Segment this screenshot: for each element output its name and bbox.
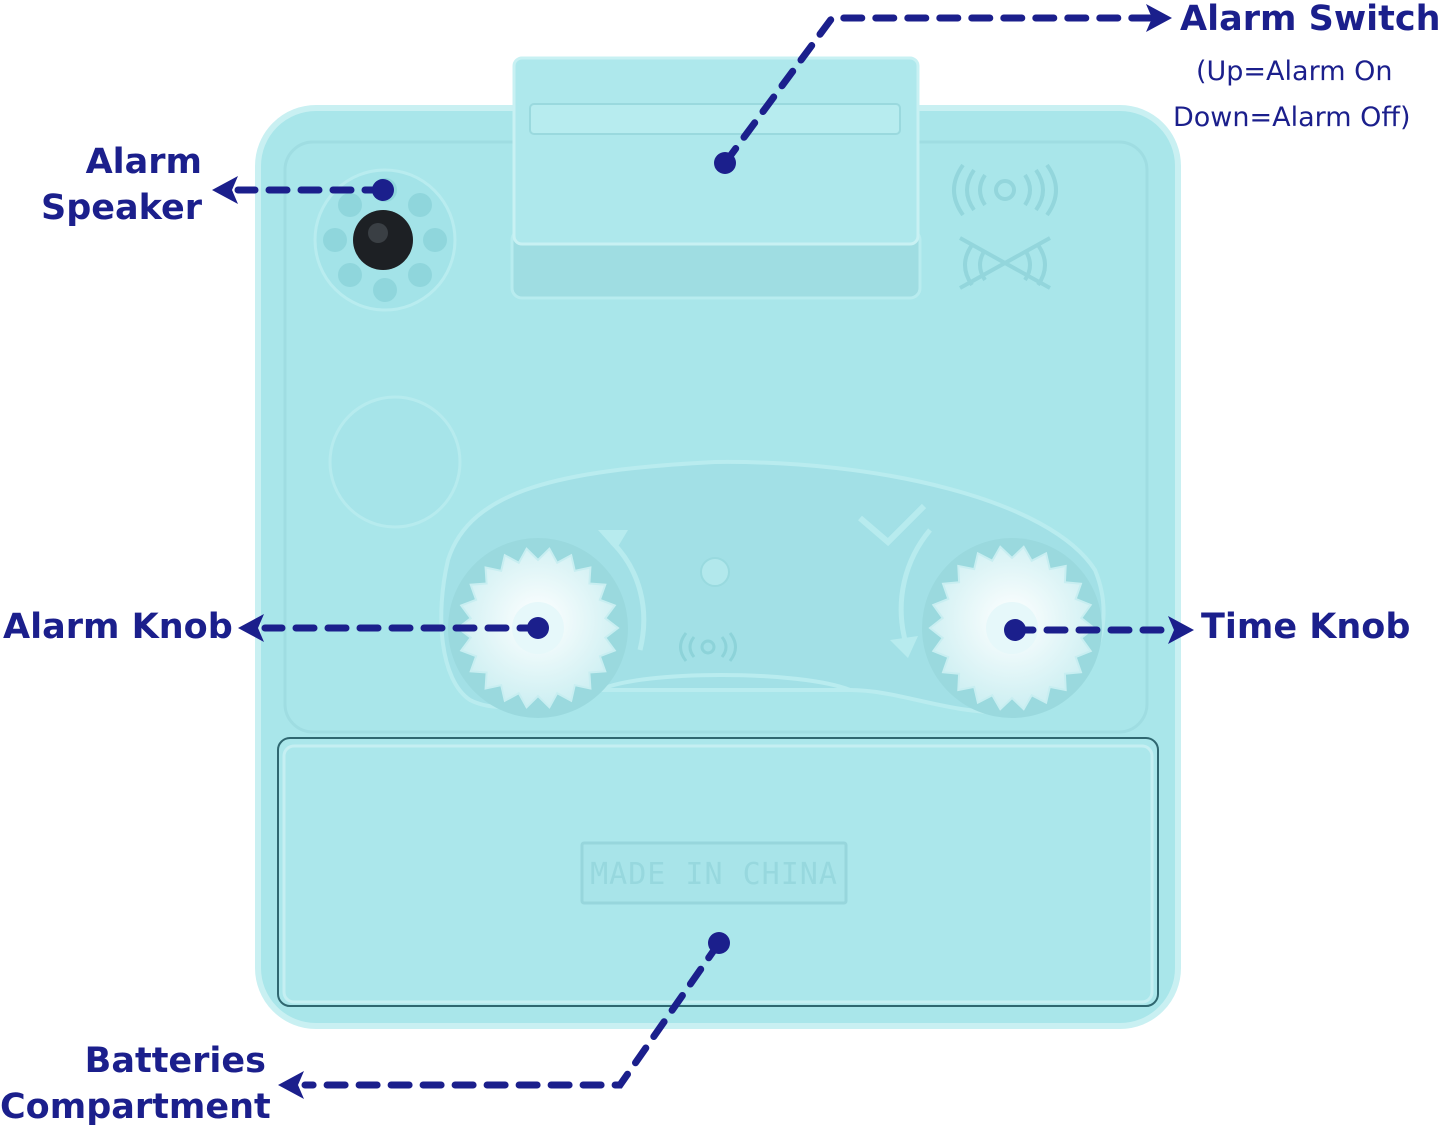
alarm-switch-leader (721, 14, 1154, 167)
batteries-leader (301, 939, 723, 1089)
annotation-lines (234, 14, 1169, 1089)
alarm-direction-arrow-icon (610, 540, 647, 651)
alarm-off-symbol-icon (959, 236, 1051, 290)
alarm-speaker-label-line2: Speaker (41, 188, 202, 228)
alarm-on-symbol-icon (952, 163, 1058, 217)
alarm-switch-arrowhead-icon (1146, 4, 1172, 32)
emboss-plate (580, 841, 848, 905)
alarm-speaker-arrowhead-icon (212, 176, 238, 204)
center-indicator (700, 557, 730, 587)
made-in-china-text: MADE IN CHINA (590, 857, 838, 892)
clock-hands-symbol-icon (858, 503, 927, 547)
alarm-switch-label: Alarm Switch (1180, 0, 1438, 39)
alarm-switch-on-note: (Up=Alarm On (1196, 56, 1393, 87)
batteries-arrowhead-icon (278, 1071, 304, 1099)
annotation-endpoints (212, 4, 1194, 1099)
alarm-speaker-label-line1: Alarm (85, 142, 202, 182)
alarm-knob-sound-icon (679, 632, 737, 662)
mounting-circle (328, 395, 462, 529)
alarm-knob-arrowhead-icon (238, 614, 264, 642)
batteries-compartment[interactable]: MADE IN CHINA (277, 737, 1159, 1007)
batteries-label-line1: Batteries (84, 1041, 266, 1081)
batteries-label-line2: Compartment (0, 1087, 271, 1127)
alarm-switch-off-note: Down=Alarm Off) (1173, 102, 1411, 133)
alarm-switch[interactable] (510, 56, 922, 300)
alarm-knob-label: Alarm Knob (3, 607, 233, 647)
time-knob-arrowhead-icon (1168, 616, 1194, 644)
time-knob-label: Time Knob (1201, 607, 1411, 647)
time-direction-arrow-icon (898, 528, 932, 641)
